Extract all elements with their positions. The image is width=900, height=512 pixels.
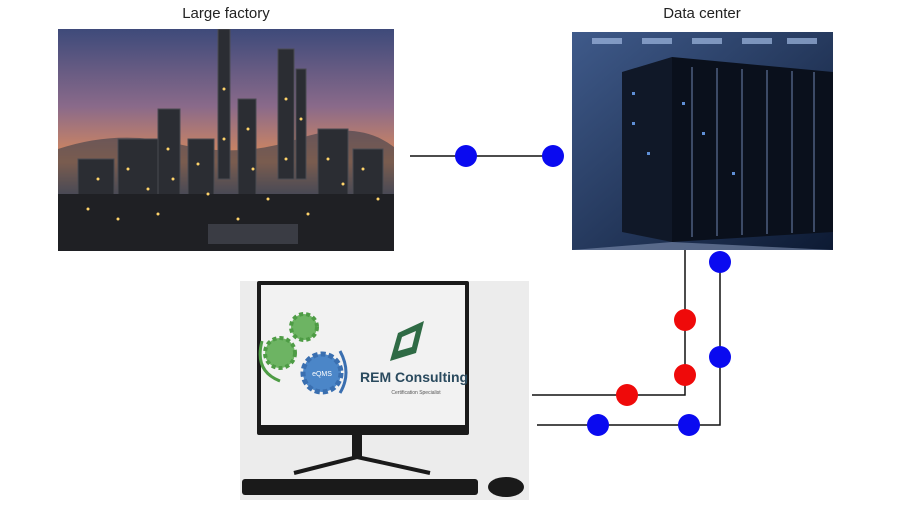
keyboard xyxy=(242,479,478,495)
datacenter-image xyxy=(572,32,833,250)
node-blue-1 xyxy=(455,145,477,167)
brand-name: REM Consulting xyxy=(360,369,468,385)
gear-icon xyxy=(258,312,348,395)
computer-illustration: eQMS REM Consulting Certification Specia… xyxy=(240,281,529,500)
rem-logo-icon xyxy=(390,321,424,361)
datacenter-caption: Data center xyxy=(663,5,741,22)
node-red-3 xyxy=(616,384,638,406)
brand-tagline: Certification Specialist xyxy=(391,390,441,396)
node-blue-2 xyxy=(542,145,564,167)
node-red-1 xyxy=(674,309,696,331)
network-nodes xyxy=(455,145,731,436)
datacenter-computer-link-upper xyxy=(532,250,686,396)
gear-label: eQMS xyxy=(312,371,332,378)
node-blue-6 xyxy=(678,414,700,436)
factory-image xyxy=(58,29,394,251)
node-blue-4 xyxy=(709,346,731,368)
factory-caption: Large factory xyxy=(182,5,270,22)
node-red-2 xyxy=(674,364,696,386)
node-blue-3 xyxy=(709,251,731,273)
node-blue-5 xyxy=(587,414,609,436)
mouse xyxy=(488,477,524,497)
connection-lines xyxy=(410,155,721,426)
